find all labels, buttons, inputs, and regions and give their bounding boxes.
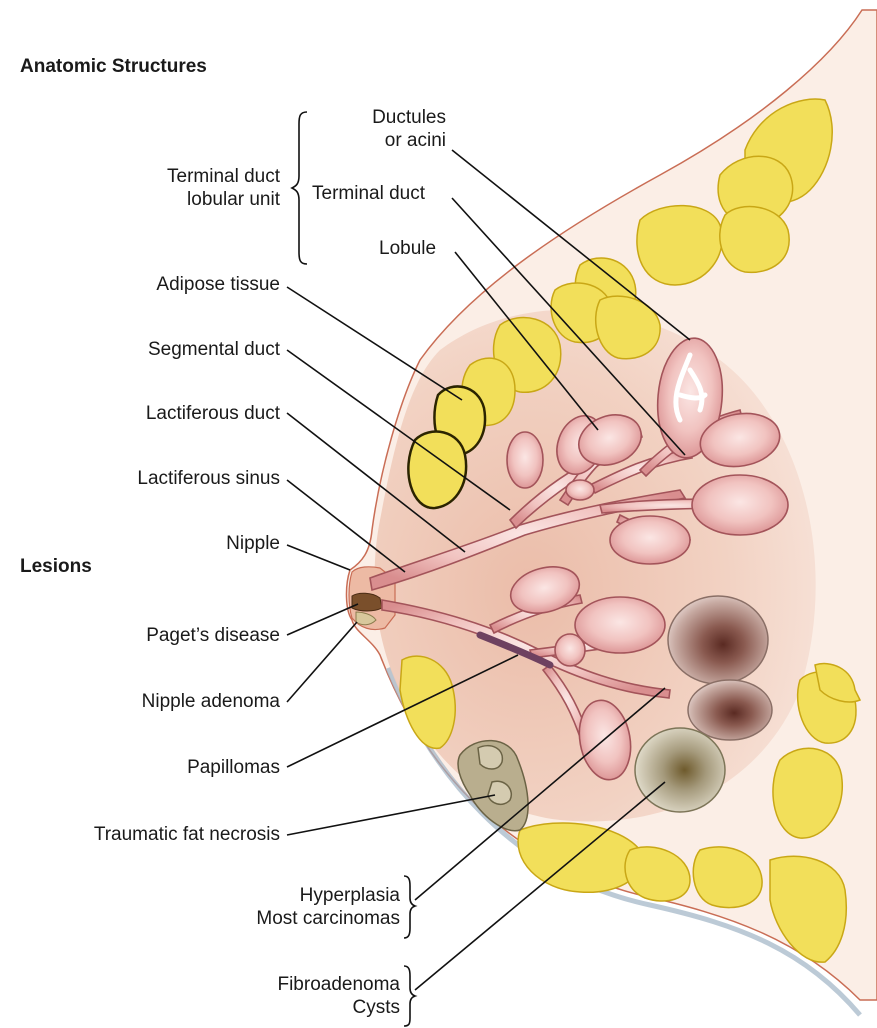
duct-lobule	[509, 566, 581, 614]
label-line: Hyperplasia	[299, 885, 400, 906]
tdlu-brace	[290, 111, 308, 265]
duct-lobule	[609, 515, 691, 565]
lower-duct-tree	[381, 566, 671, 781]
fat-necrosis	[457, 739, 529, 832]
fibroadenoma-brace	[403, 965, 418, 1027]
label-line: Terminal duct	[167, 166, 280, 187]
label-terminal-duct: Terminal duct	[312, 183, 425, 204]
label-line: Most carcinomas	[256, 908, 400, 929]
label-ductules-or-acini: Ductules or acini	[320, 106, 446, 152]
label-hyperplasia-carcinomas: Hyperplasia Most carcinomas	[200, 884, 400, 930]
upper-duct-tree	[369, 337, 789, 592]
label-papillomas: Papillomas	[187, 757, 280, 778]
label-traumatic-fat-necrosis: Traumatic fat necrosis	[93, 824, 280, 845]
duct-lobule	[578, 699, 632, 781]
duct-lobule	[565, 479, 595, 501]
duct-lobule	[574, 596, 666, 654]
label-adipose-tissue: Adipose tissue	[156, 274, 280, 295]
duct-lobule	[699, 412, 781, 468]
label-pagets-disease: Paget’s disease	[146, 625, 280, 646]
label-line: Ductules	[372, 107, 446, 128]
paget-area	[351, 592, 383, 612]
label-fibroadenoma-cysts: Fibroadenoma Cysts	[200, 973, 400, 1019]
duct-lobule	[578, 414, 642, 466]
adipose-clusters	[399, 98, 862, 963]
label-segmental-duct: Segmental duct	[147, 339, 280, 360]
label-lactiferous-duct: Lactiferous duct	[145, 403, 280, 424]
label-line: Fibroadenoma	[277, 974, 400, 995]
label-line: lobular unit	[187, 189, 280, 210]
label-nipple: Nipple	[226, 533, 280, 554]
acini-detail	[673, 352, 708, 423]
label-lobule: Lobule	[379, 238, 437, 259]
nipple-adenoma-area	[355, 611, 377, 626]
heading-anatomic-structures: Anatomic Structures	[20, 56, 207, 77]
cyst-lower	[687, 679, 773, 741]
duct-lobule	[691, 474, 789, 536]
label-lactiferous-sinus: Lactiferous sinus	[137, 468, 280, 489]
fibroadenoma	[634, 727, 726, 813]
skin-shadow	[385, 667, 862, 1017]
label-line: Cysts	[352, 997, 401, 1018]
duct-lobule	[506, 431, 544, 489]
leader-lines	[286, 149, 691, 991]
braces	[290, 111, 418, 1027]
hyperplasia-brace	[403, 875, 418, 939]
papilloma-lesion	[476, 631, 554, 669]
label-terminal-duct-lobular-unit: Terminal duct lobular unit	[120, 165, 280, 211]
cyst-upper	[667, 595, 769, 685]
duct-lobule	[554, 633, 586, 667]
heading-lesions: Lesions	[20, 556, 92, 577]
label-nipple-adenoma: Nipple adenoma	[141, 691, 280, 712]
label-line: or acini	[384, 130, 446, 151]
